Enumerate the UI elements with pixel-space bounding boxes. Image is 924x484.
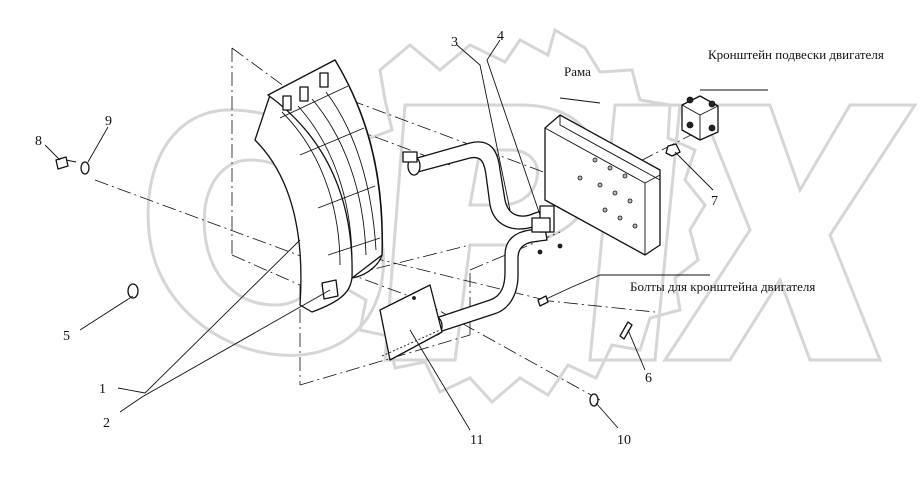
engine-bracket-bolt xyxy=(537,295,549,307)
callout-7: 7 xyxy=(711,194,718,209)
mud-flap-clip xyxy=(282,95,292,111)
callout-6: 6 xyxy=(645,371,652,386)
bolt-6 xyxy=(619,321,633,340)
callout-2: 2 xyxy=(103,416,110,431)
callout-4: 4 xyxy=(497,29,504,44)
frame-caption: Рама xyxy=(564,64,591,79)
engine-mount-bracket xyxy=(681,95,719,141)
grommet-5 xyxy=(127,283,139,299)
engine-bracket-caption: Кронштейн подвески двигателя xyxy=(708,47,884,62)
callout-1: 1 xyxy=(99,382,106,397)
mud-flap-assembly xyxy=(254,59,383,313)
mud-flap-frame xyxy=(267,59,383,279)
mud-flap-clip xyxy=(299,86,309,102)
frame xyxy=(544,114,661,256)
watermark-letter-i xyxy=(588,103,682,362)
watermark-letter-x xyxy=(662,103,918,362)
callout-11: 11 xyxy=(470,433,483,448)
fasteners xyxy=(55,143,681,407)
heat-shield-plate xyxy=(379,284,443,361)
callout-3: 3 xyxy=(451,35,458,50)
washer-9 xyxy=(80,161,90,175)
callout-5: 5 xyxy=(63,329,70,344)
callout-9: 9 xyxy=(105,114,112,129)
bolt-8 xyxy=(55,156,69,170)
callout-10: 10 xyxy=(617,433,631,448)
mud-flap-clip xyxy=(319,72,329,88)
leader-lines xyxy=(44,39,768,431)
hose-clamp xyxy=(402,151,418,163)
frame-holes xyxy=(577,157,638,229)
callout-8: 8 xyxy=(35,134,42,149)
intake-pipe-lower xyxy=(429,227,548,334)
nut-7 xyxy=(665,143,681,157)
engine-bracket-bolts-caption: Болты для кронштейна двигателя xyxy=(630,279,815,294)
callouts: 1 2 3 4 5 6 7 8 9 10 11 xyxy=(35,29,718,448)
heat-shield xyxy=(379,284,443,361)
captions: Рама Кронштейн подвески двигателя Болты … xyxy=(564,47,884,294)
pipe-coupling xyxy=(531,217,551,233)
